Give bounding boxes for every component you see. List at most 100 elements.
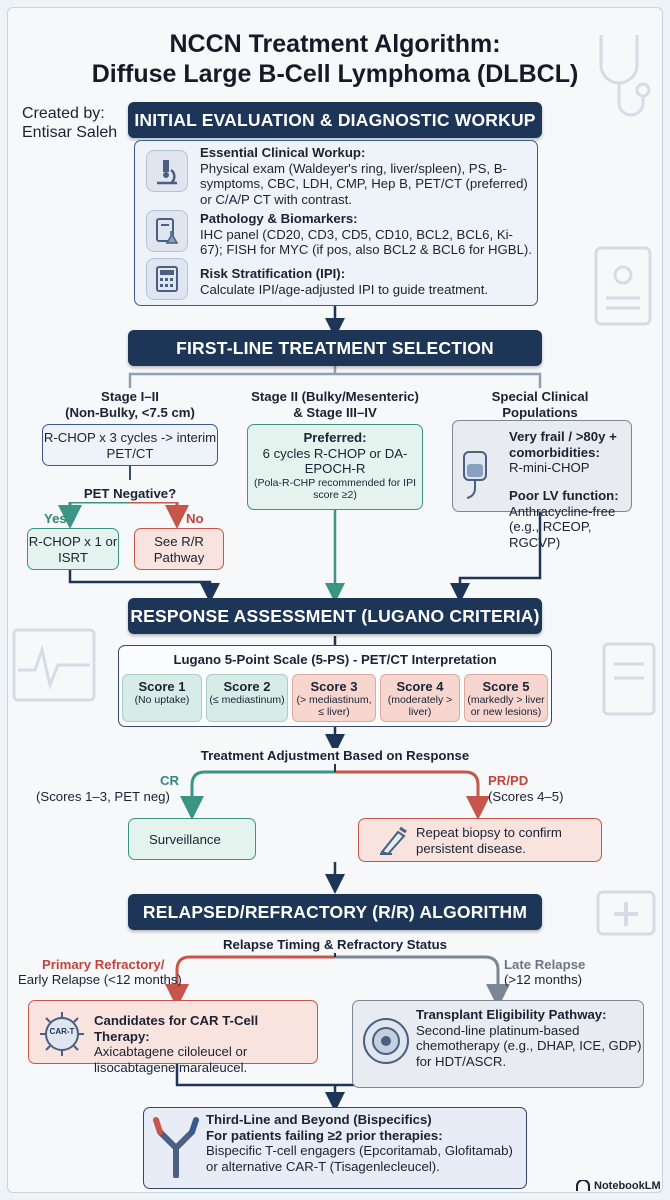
banner-initial-evaluation: INITIAL EVALUATION & DIAGNOSTIC WORKUP: [128, 102, 542, 138]
primary-refractory-label: Primary Refractory/: [42, 957, 165, 972]
score-5-label: Score 5: [482, 679, 530, 694]
primary-refractory-sub: Early Relapse (<12 months): [18, 972, 182, 987]
arrow-primary-refractory: [165, 955, 335, 1008]
car-t-icon-label: CAR-T: [49, 1027, 75, 1036]
score-5-cell: Score 5 (markedly > liver or new lesions…: [464, 674, 548, 722]
score-3-label: Score 3: [310, 679, 358, 694]
banner-first-line: FIRST-LINE TREATMENT SELECTION: [128, 330, 542, 366]
surveillance-box: Surveillance: [128, 818, 256, 860]
pet-negative-question: PET Negative?: [60, 486, 200, 502]
firstline-split-lines: [128, 372, 542, 388]
see-rr-pathway-box: See R/R Pathway: [134, 528, 224, 570]
workup-item-1: Essential Clinical Workup: Physical exam…: [200, 145, 534, 207]
car-t-heading: Candidates for CAR T-Cell Therapy:: [94, 1013, 259, 1044]
calculator-icon: [146, 258, 188, 300]
banner-response-assessment: RESPONSE ASSESSMENT (LUGANO CRITERIA): [128, 598, 542, 634]
banner-relapsed-refractory: RELAPSED/REFRACTORY (R/R) ALGORITHM: [128, 894, 542, 930]
arrow-pet-no: [130, 500, 189, 529]
rchop1-isrt-box: R-CHOP x 1 or ISRT: [27, 528, 119, 570]
arrow-stage12-to-response: [68, 570, 220, 603]
monitor-bg-icon: [12, 628, 96, 702]
transplant-heading: Transplant Eligibility Pathway:: [416, 1007, 607, 1022]
workup-item-3-heading: Risk Stratification (IPI):: [200, 266, 346, 281]
lv-regimen: Anthracycline-free (e.g., RCEOP, RGCVP): [509, 503, 616, 550]
biopsy-needle-icon: [380, 826, 407, 856]
document-flask-icon: [146, 210, 188, 252]
score-5-desc: (markedly > liver or new lesions): [467, 694, 545, 718]
workup-item-1-heading: Essential Clinical Workup:: [200, 145, 366, 160]
score-1-desc: (No uptake): [134, 694, 190, 706]
iv-bag-icon: [463, 451, 487, 499]
workup-item-3: Risk Stratification (IPI): Calculate IPI…: [200, 266, 534, 297]
score-1-label: Score 1: [138, 679, 186, 694]
stage12-heading-line2: (Non-Bulky, <7.5 cm): [65, 404, 195, 420]
cr-label: CR: [160, 773, 180, 788]
preferred-regimen-text: 6 cycles R-CHOP or DA-EPOCH-R: [262, 445, 408, 477]
score-4-cell: Score 4 (moderately > liver): [380, 674, 460, 722]
special-heading-line2: Populations: [502, 404, 578, 420]
document-bg-icon: [602, 642, 656, 716]
treatment-adjustment-title: Treatment Adjustment Based on Response: [150, 748, 520, 764]
workup-item-2-text: IHC panel (CD20, CD3, CD5, CD10, BCL2, B…: [200, 226, 532, 258]
lugano-scale-title: Lugano 5-Point Scale (5-PS) - PET/CT Int…: [173, 652, 497, 667]
stage34-heading: Stage II (Bulky/Mesenteric) & Stage III–…: [240, 389, 430, 420]
pola-rchp-note: (Pola-R-CHP recommended for IPI score ≥2…: [253, 476, 417, 501]
score-2-label: Score 2: [223, 679, 271, 694]
preferred-label: Preferred:: [303, 430, 367, 445]
medkit-bg-icon: [596, 890, 656, 936]
lv-heading: Poor LV function:: [509, 488, 619, 503]
workup-item-2-heading: Pathology & Biomarkers:: [200, 211, 358, 226]
late-relapse-label: Late Relapse: [504, 957, 586, 972]
transplant-content: Transplant Eligibility Pathway: Second-l…: [416, 1007, 642, 1069]
arrow-cr: [180, 770, 335, 820]
car-t-content: Candidates for CAR T-Cell Therapy: Axica…: [94, 1013, 316, 1075]
preferred-regimen-box: Preferred: 6 cycles R-CHOP or DA-EPOCH-R…: [247, 424, 423, 510]
third-line-subheading: For patients failing ≥2 prior therapies:: [206, 1127, 443, 1143]
notebooklm-logo-icon: [576, 1180, 590, 1191]
creator-credit: Created by: Entisar Saleh: [22, 104, 117, 142]
special-populations-heading: Special Clinical Populations: [450, 389, 630, 420]
third-line-content: Third-Line and Beyond (Bispecifics) For …: [206, 1112, 524, 1174]
third-line-box: [143, 1107, 527, 1189]
frail-group: Very frail / >80y + comorbidities: R-min…: [509, 429, 629, 476]
arrow-prpd: [335, 770, 490, 820]
car-t-cell-icon: CAR-T: [38, 1010, 86, 1058]
rchop3-box: R-CHOP x 3 cycles -> interim PET/CT: [42, 424, 218, 466]
cell-dish-icon: [363, 1018, 409, 1064]
arrow-special-to-response: [450, 512, 542, 603]
stage34-heading-line2: & Stage III–IV: [293, 404, 377, 420]
bispecific-antibody-icon: [153, 1117, 199, 1178]
cr-sub: (Scores 1–3, PET neg): [36, 789, 170, 804]
score-4-desc: (moderately > liver): [387, 694, 453, 718]
initial-workup-box: [134, 140, 538, 306]
frail-regimen: R-mini-CHOP: [509, 460, 590, 475]
prpd-sub: (Scores 4–5): [488, 789, 564, 804]
pet-no-label: No: [186, 511, 204, 526]
creator-name: Entisar Saleh: [22, 124, 118, 141]
workup-item-1-text: Physical exam (Waldeyer's ring, liver/sp…: [200, 160, 528, 207]
score-3-desc: (> mediastinum, ≤ liver): [296, 694, 372, 718]
lv-group: Poor LV function: Anthracycline-free (e.…: [509, 488, 631, 550]
score-1-cell: Score 1 (No uptake): [122, 674, 202, 722]
car-t-text: Axicabtagene ciloleucel or lisocabtagene…: [94, 1044, 248, 1075]
page-title-line1: NCCN Treatment Algorithm:: [169, 30, 501, 58]
creator-label: Created by:: [22, 105, 105, 122]
stage34-heading-line1: Stage II (Bulky/Mesenteric): [251, 389, 419, 404]
transplant-text: Second-line platinum-based chemotherapy …: [416, 1022, 642, 1069]
score-2-desc: (≤ mediastinum): [209, 694, 285, 706]
notebooklm-brand-text: NotebookLM: [594, 1180, 661, 1192]
workup-item-3-text: Calculate IPI/age-adjusted IPI to guide …: [200, 281, 489, 297]
late-relapse-sub: (>12 months): [504, 972, 583, 987]
score-3-cell: Score 3 (> mediastinum, ≤ liver): [292, 674, 376, 722]
repeat-biopsy-text: Repeat biopsy to confirm persistent dise…: [416, 825, 562, 856]
pet-yes-label: Yes: [44, 511, 67, 526]
third-line-heading: Third-Line and Beyond (Bispecifics): [206, 1112, 432, 1127]
stage12-heading: Stage I–II (Non-Bulky, <7.5 cm): [40, 389, 220, 420]
relapse-timing-title: Relapse Timing & Refractory Status: [190, 937, 480, 953]
score-2-cell: Score 2 (≤ mediastinum): [206, 674, 288, 722]
stethoscope-bg-icon: [599, 35, 651, 117]
special-heading-line1: Special Clinical: [491, 389, 589, 404]
workup-item-2: Pathology & Biomarkers: IHC panel (CD20,…: [200, 211, 534, 258]
prpd-label: PR/PD: [488, 773, 529, 788]
